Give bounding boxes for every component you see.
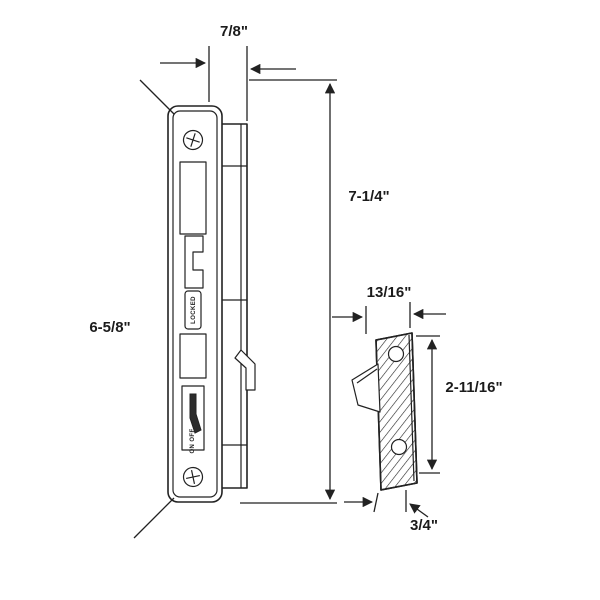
keeper — [351, 332, 418, 491]
dim-top-width: 7/8" — [160, 23, 296, 121]
on-off-label: ON OFF — [190, 428, 196, 453]
dim-label-keeper-depth: 3/4" — [410, 517, 438, 534]
dim-label-keeper-width: 13/16" — [367, 284, 412, 301]
dim-overall-height: 7-1/4" — [240, 79, 390, 504]
keeper-flange — [351, 363, 381, 413]
latch-hook-side — [234, 349, 256, 391]
dim-label-overall-height: 7-1/4" — [348, 188, 389, 205]
latch-assembly: LOCKED ON OFF — [167, 105, 256, 503]
upper-window — [179, 161, 207, 235]
dim-label-plate-height: 6-5/8" — [89, 319, 130, 336]
keeper-screw-hole-bottom — [390, 438, 408, 456]
latch-hook-front — [184, 235, 204, 289]
keeper-screw-hole-top — [387, 345, 405, 363]
middle-window — [179, 333, 207, 379]
switch-lever — [189, 393, 202, 434]
locked-label: LOCKED — [191, 296, 197, 324]
dim-keeper-width: 13/16" — [332, 284, 446, 334]
screw-bottom-icon — [182, 466, 204, 488]
dim-keeper-depth: 3/4" — [344, 490, 438, 534]
dim-keeper-height: 2-11/16" — [416, 335, 503, 474]
locked-badge: LOCKED — [184, 290, 202, 330]
dim-label-keeper-height: 2-11/16" — [445, 379, 502, 396]
latch-body — [220, 123, 256, 489]
keeper-serrations — [375, 332, 418, 491]
dim-label-top-width: 7/8" — [220, 23, 248, 40]
switch-area: ON OFF — [181, 385, 205, 454]
dim-plate-height: 6-5/8" — [89, 79, 175, 539]
screw-top-icon — [182, 129, 204, 151]
